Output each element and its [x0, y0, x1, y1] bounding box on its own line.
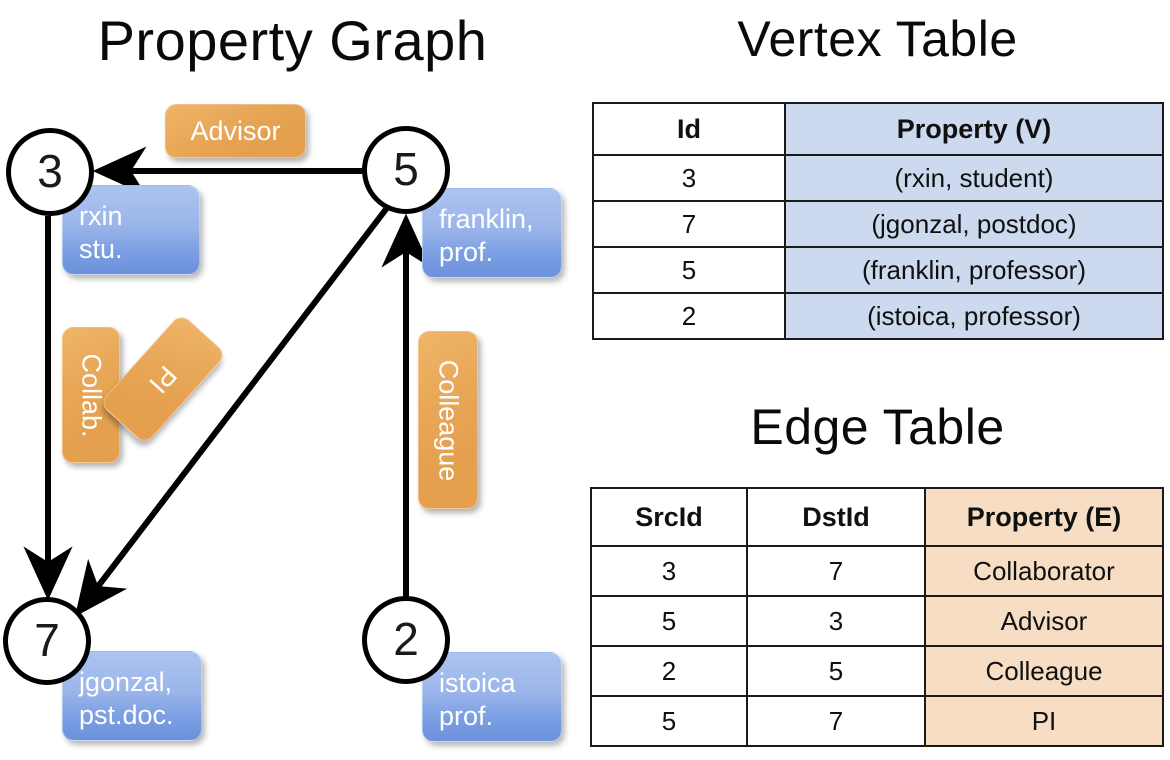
edge-label-advisor-text: Advisor [190, 115, 281, 146]
table-row: 5 3 Advisor [590, 595, 1164, 647]
property-graph-diagram: Advisor Collab. PI Colleague rxin stu. f… [3, 104, 562, 742]
edge-label-advisor[interactable]: Advisor [165, 104, 306, 158]
vertex-table-header-property: Property (V) [784, 102, 1164, 156]
graph-node-7-label: 7 [34, 614, 60, 666]
vertex-table-header-row: Id Property (V) [592, 102, 1164, 156]
edge-label-colleague-text: Colleague [433, 359, 464, 481]
vertex-property-box-2-line1: istoica [439, 668, 516, 698]
table-row: 5 (franklin, professor) [592, 246, 1164, 294]
graph-node-5-label: 5 [393, 143, 419, 195]
vertex-property-box-7-line1: jgonzal, [79, 667, 173, 697]
edge-label-pi-text: PI [143, 359, 184, 399]
table-row: 2 (istoica, professor) [592, 292, 1164, 340]
vertex-cell-id: 2 [592, 292, 786, 340]
vertex-property-box-2[interactable]: istoica prof. [422, 652, 562, 742]
vertex-cell-property: (franklin, professor) [784, 246, 1164, 294]
edge-cell-property: Advisor [924, 595, 1164, 647]
table-row: 2 5 Colleague [590, 645, 1164, 697]
edge-cell-srcid: 3 [590, 545, 748, 597]
vertex-property-box-5-line2: prof. [439, 237, 494, 267]
vertex-table: Id Property (V) 3 (rxin, student) 7 (jgo… [592, 102, 1164, 340]
table-row: 3 7 Collaborator [590, 545, 1164, 597]
page-title-vertex-table: Vertex Table [737, 11, 1018, 67]
edge-cell-dstid: 5 [746, 645, 926, 697]
graph-node-2-label: 2 [393, 613, 419, 665]
table-row: 3 (rxin, student) [592, 154, 1164, 202]
vertex-property-box-7[interactable]: jgonzal, pst.doc. [62, 651, 202, 741]
vertex-cell-property: (istoica, professor) [784, 292, 1164, 340]
edge-arrow-pi [74, 198, 396, 617]
edge-cell-dstid: 7 [746, 695, 926, 747]
graph-node-3[interactable]: 3 [6, 128, 94, 216]
edge-table-header-property: Property (E) [924, 487, 1164, 547]
edge-label-colleague[interactable]: Colleague [418, 331, 478, 509]
vertex-cell-property: (jgonzal, postdoc) [784, 200, 1164, 248]
edge-cell-property: PI [924, 695, 1164, 747]
vertex-property-box-3-line1: rxin [79, 201, 123, 231]
vertex-property-box-3[interactable]: rxin stu. [62, 185, 200, 275]
edge-table-header-srcid: SrcId [590, 487, 748, 547]
vertex-property-box-7-line2: pst.doc. [79, 700, 174, 730]
graph-node-2[interactable]: 2 [362, 596, 450, 684]
page-title-edge-table: Edge Table [750, 399, 1005, 455]
vertex-table-header-id: Id [592, 102, 786, 156]
page-title-property-graph: Property Graph [97, 9, 488, 72]
edge-label-collab-text: Collab. [76, 352, 107, 438]
edge-table-header-dstid: DstId [746, 487, 926, 547]
vertex-property-box-5[interactable]: franklin, prof. [422, 188, 562, 278]
graph-node-5[interactable]: 5 [362, 126, 450, 214]
edge-cell-property: Colleague [924, 645, 1164, 697]
edge-cell-dstid: 3 [746, 595, 926, 647]
vertex-cell-property: (rxin, student) [784, 154, 1164, 202]
table-row: 7 (jgonzal, postdoc) [592, 200, 1164, 248]
edge-cell-srcid: 5 [590, 695, 748, 747]
graph-node-3-label: 3 [37, 145, 63, 197]
edge-table: SrcId DstId Property (E) 3 7 Collaborato… [590, 487, 1164, 747]
table-row: 5 7 PI [590, 695, 1164, 747]
vertex-property-box-5-line1: franklin, [439, 204, 534, 234]
edge-table-header-row: SrcId DstId Property (E) [590, 487, 1164, 547]
graph-node-7[interactable]: 7 [3, 597, 91, 685]
edge-cell-dstid: 7 [746, 545, 926, 597]
edge-cell-property: Collaborator [924, 545, 1164, 597]
vertex-cell-id: 5 [592, 246, 786, 294]
vertex-property-box-3-line2: stu. [79, 234, 123, 264]
edge-cell-srcid: 2 [590, 645, 748, 697]
edge-cell-srcid: 5 [590, 595, 748, 647]
vertex-cell-id: 7 [592, 200, 786, 248]
vertex-property-box-2-line2: prof. [439, 701, 494, 731]
graph-edge-arrows [23, 146, 431, 617]
vertex-cell-id: 3 [592, 154, 786, 202]
